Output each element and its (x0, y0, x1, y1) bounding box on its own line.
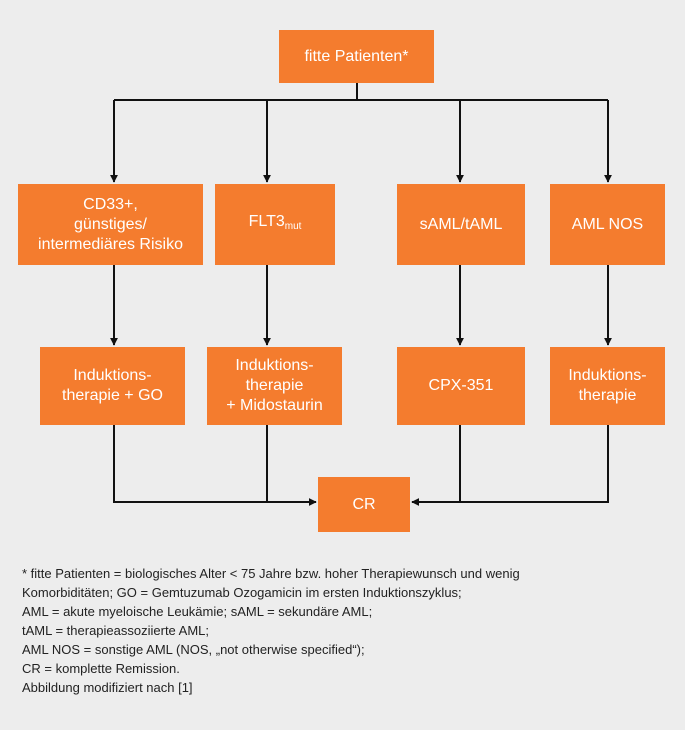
footnote-line-2: Komorbiditäten; GO = Gemtuzumab Ozogamic… (22, 585, 462, 600)
footnote-line-6: CR = komplette Remission. (22, 661, 180, 676)
criterion-node-3: sAML/tAML (397, 184, 525, 265)
criterion-4-label: AML NOS (571, 215, 644, 233)
criterion-2-subscript: mut (284, 221, 302, 232)
therapy-node-2: Induktions- therapie + Midostaurin (207, 347, 342, 425)
therapy-4-line-2: therapie (578, 387, 637, 404)
therapy-node-1: Induktions- therapie + GO (40, 347, 185, 425)
criterion-1-line-3: intermediäres Risiko (38, 235, 183, 253)
therapy-2-line-3: + Midostaurin (226, 397, 323, 414)
criterion-1-line-1: CD33+, (83, 195, 138, 213)
top-node-label: fitte Patienten* (304, 47, 409, 65)
connector-layer (110, 83, 612, 506)
therapy-1-line-2: therapie + GO (62, 387, 163, 404)
therapy-2-line-2: therapie (245, 377, 304, 394)
flowchart: fitte Patienten* CD33+, günstiges/ inter… (18, 30, 665, 532)
criterion-3-label: sAML/tAML (419, 215, 503, 233)
therapy-3-label: CPX-351 (428, 377, 494, 394)
criterion-2-main: FLT3 (248, 213, 285, 230)
criterion-1-line-2: günstiges/ (74, 215, 147, 233)
footnote-line-3: AML = akute myeloische Leukämie; sAML = … (22, 604, 373, 619)
criterion-node-2: FLT3mut (215, 184, 335, 265)
therapy-1-line-1: Induktions- (73, 367, 152, 384)
footnote: * fitte Patienten = biologisches Alter <… (22, 564, 667, 697)
therapy-node-4: Induktions- therapie (550, 347, 665, 425)
footnote-line-1: * fitte Patienten = biologisches Alter <… (22, 566, 520, 581)
therapy-2-line-1: Induktions- (235, 357, 314, 374)
top-node: fitte Patienten* (279, 30, 434, 83)
therapy-4-line-1: Induktions- (568, 367, 647, 384)
criterion-2-label: FLT3mut (249, 212, 302, 237)
footnote-line-5: AML NOS = sonstige AML (NOS, „not otherw… (22, 642, 365, 657)
footnote-line-7: Abbildung modifiziert nach [1] (22, 680, 193, 695)
criterion-node-4: AML NOS (550, 184, 665, 265)
footnote-line-4: tAML = therapieassoziierte AML; (22, 623, 210, 638)
therapy-node-3: CPX-351 (397, 347, 525, 425)
criterion-node-1: CD33+, günstiges/ intermediäres Risiko (18, 184, 203, 265)
result-node: CR (318, 477, 410, 532)
result-label: CR (352, 495, 376, 513)
